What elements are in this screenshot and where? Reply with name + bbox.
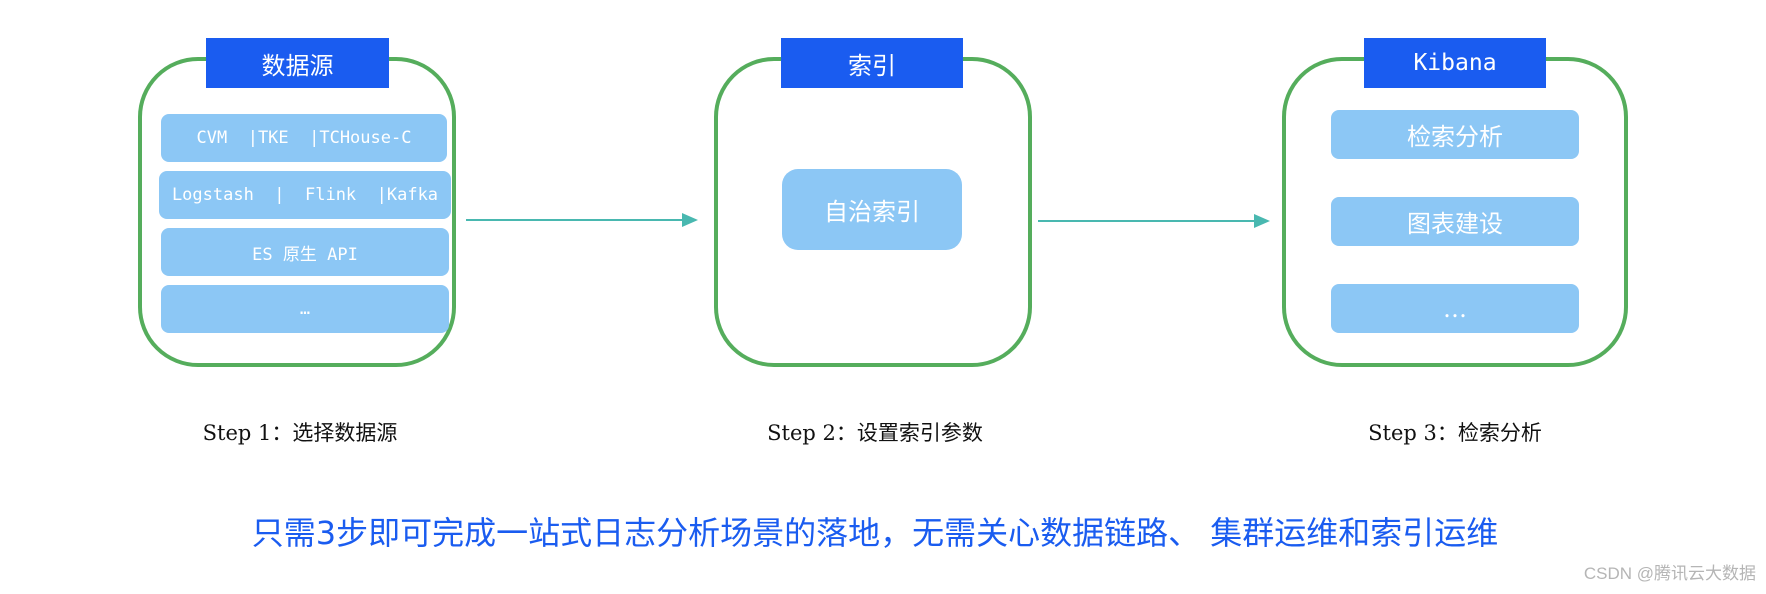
kibana-item-more: … — [1331, 284, 1579, 333]
kibana-item-chart-building: 图表建设 — [1331, 197, 1579, 246]
source-item-es-api: ES 原生 API — [161, 228, 449, 276]
step-3-caption: Step 3：检索分析 — [1368, 421, 1542, 445]
source-item-cloud: CVM |TKE |TCHouse-C — [161, 114, 447, 162]
arrow-step1-to-step2 — [466, 213, 698, 227]
data-source-title: 数据源 — [206, 38, 389, 88]
kibana-title: Kibana — [1364, 38, 1546, 88]
index-title: 索引 — [781, 38, 963, 88]
autonomous-index-item: 自治索引 — [782, 169, 962, 250]
csdn-credit: CSDN @腾讯云大数据 — [1583, 564, 1756, 583]
arrow-step2-to-step3 — [1038, 214, 1270, 228]
source-item-ingest: Logstash | Flink |Kafka — [159, 171, 451, 219]
summary-text: 只需3步即可完成一站式日志分析场景的落地，无需关心数据链路、 集群运维和索引运维 — [251, 514, 1499, 552]
step-2-caption: Step 2：设置索引参数 — [767, 421, 983, 445]
kibana-item-search-analysis: 检索分析 — [1331, 110, 1579, 159]
step-1-caption: Step 1：选择数据源 — [202, 421, 398, 445]
source-item-more: … — [161, 285, 449, 333]
